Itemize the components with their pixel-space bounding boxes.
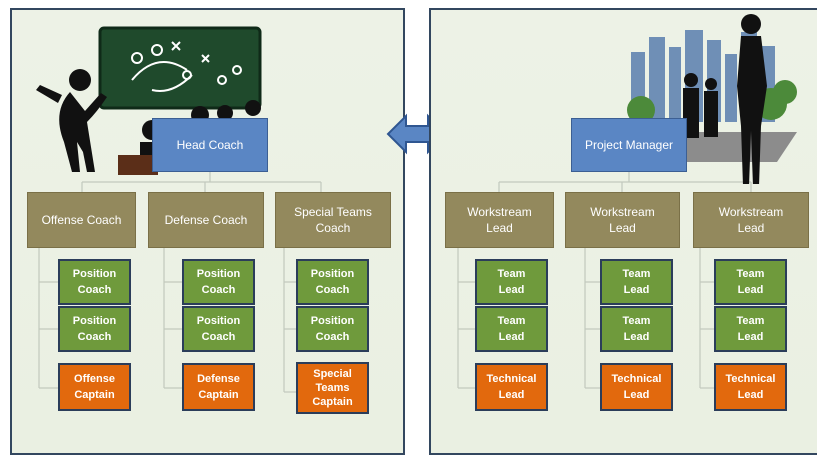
team-lead-3-1: Team Lead [714, 259, 787, 305]
offense-coach-box: Offense Coach [27, 192, 136, 248]
defense-coach-box: Defense Coach [148, 192, 264, 248]
defense-position-coach-2: Position Coach [182, 306, 255, 352]
special-teams-captain: Special Teams Captain [296, 362, 369, 414]
workstream-lead-box-3: Workstream Lead [693, 192, 809, 248]
project-manager-box: Project Manager [571, 118, 687, 172]
team-lead-3-2: Team Lead [714, 306, 787, 352]
defense-position-coach-1: Position Coach [182, 259, 255, 305]
business-org-panel: Project Manager Workstream Lead Workstre… [429, 8, 817, 455]
workstream-lead-box-1: Workstream Lead [445, 192, 554, 248]
technical-lead-3: Technical Lead [714, 363, 787, 411]
sports-connector-lines [38, 172, 322, 393]
business-connector-lines [457, 172, 752, 389]
workstream-lead-box-2: Workstream Lead [565, 192, 680, 248]
special-teams-coach-box: Special Teams Coach [275, 192, 391, 248]
team-lead-1-2: Team Lead [475, 306, 548, 352]
team-lead-1-1: Team Lead [475, 259, 548, 305]
technical-lead-1: Technical Lead [475, 363, 548, 411]
coach-classroom-icon [36, 26, 264, 175]
sports-org-panel: Head Coach Offense Coach Defense Coach S… [10, 8, 405, 455]
technical-lead-2: Technical Lead [600, 363, 673, 411]
special-teams-position-coach-2: Position Coach [296, 306, 369, 352]
team-lead-2-2: Team Lead [600, 306, 673, 352]
head-coach-box: Head Coach [152, 118, 268, 172]
defense-captain: Defense Captain [182, 363, 255, 411]
offense-position-coach-2: Position Coach [58, 306, 131, 352]
offense-captain: Offense Captain [58, 363, 131, 411]
business-skyline-icon [627, 14, 797, 184]
offense-position-coach-1: Position Coach [58, 259, 131, 305]
team-lead-2-1: Team Lead [600, 259, 673, 305]
special-teams-position-coach-1: Position Coach [296, 259, 369, 305]
